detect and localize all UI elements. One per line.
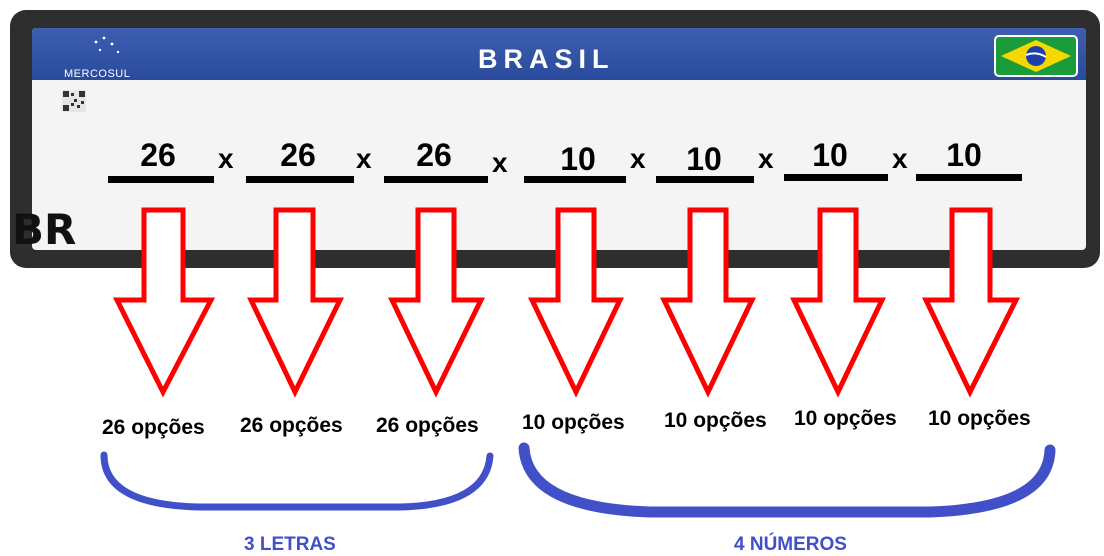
option-label-2: 26 opções <box>240 414 343 437</box>
blank-line-3 <box>384 176 488 183</box>
value-slot-5: 10 <box>686 141 722 177</box>
blank-line-6 <box>784 174 888 181</box>
curly-brace-icon <box>100 451 494 511</box>
numbers-group-label: 4 NÚMEROS <box>734 534 847 555</box>
option-label-4: 10 opções <box>522 411 625 434</box>
blank-line-4 <box>524 176 626 183</box>
multiply-sign-5: x <box>758 143 774 174</box>
down-arrow-icon <box>388 207 486 398</box>
mercosul-stars-icon <box>94 36 120 54</box>
value-slot-2: 26 <box>280 137 316 173</box>
down-arrow-icon <box>247 207 345 398</box>
multiply-sign-6: x <box>892 143 908 174</box>
multiply-sign-3: x <box>492 147 508 178</box>
value-slot-3: 26 <box>416 137 452 173</box>
down-arrow-icon <box>790 207 886 398</box>
blank-line-7 <box>916 174 1022 181</box>
mercosul-label: MERCOSUL <box>64 68 131 80</box>
multiply-sign-1: x <box>218 143 234 174</box>
multiply-sign-2: x <box>356 143 372 174</box>
blank-line-2 <box>246 176 354 183</box>
letters-group-label: 3 LETRAS <box>244 534 336 555</box>
option-label-6: 10 opções <box>794 407 897 430</box>
option-label-1: 26 opções <box>102 416 205 439</box>
qr-code-icon <box>62 90 86 112</box>
down-arrow-icon <box>660 207 756 398</box>
plate-country-title: BRASIL <box>478 44 615 74</box>
option-label-7: 10 opções <box>928 407 1031 430</box>
option-label-5: 10 opções <box>664 409 767 432</box>
blank-line-5 <box>656 176 754 183</box>
blank-line-1 <box>108 176 214 183</box>
value-slot-1: 26 <box>140 137 176 173</box>
value-slot-7: 10 <box>946 137 982 173</box>
brazil-flag-icon <box>994 35 1078 77</box>
value-slot-6: 10 <box>812 137 848 173</box>
multiply-sign-4: x <box>630 143 646 174</box>
down-arrow-icon <box>112 207 216 398</box>
down-arrow-icon <box>922 207 1021 398</box>
down-arrow-icon <box>528 207 624 398</box>
license-plate-header <box>32 28 1086 80</box>
curly-brace-icon <box>518 442 1056 518</box>
option-label-3: 26 opções <box>376 414 479 437</box>
value-slot-4: 10 <box>560 141 596 177</box>
plate-country-code: BR <box>12 205 77 254</box>
